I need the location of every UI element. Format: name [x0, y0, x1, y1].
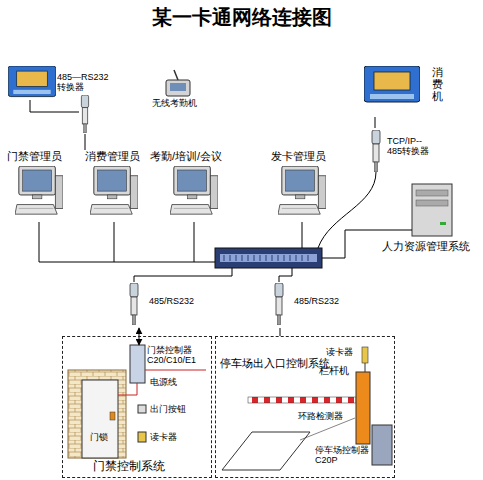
- device-node: 门禁管理员: [5, 150, 73, 225]
- node-label: 门禁控制系统: [93, 460, 193, 474]
- device-node: 485/RS232: [270, 280, 348, 328]
- node-label: 门禁控制器 C20/C10/E1: [147, 345, 209, 366]
- part-label: 出门按钮: [150, 404, 186, 414]
- connector: [280, 328, 281, 336]
- device-node: 考勤/培训/会议: [148, 150, 244, 225]
- connector: [85, 134, 86, 150]
- device-node: 无线考勤机: [150, 70, 212, 111]
- part-label: 环路检测器: [298, 411, 343, 421]
- node-label: 485—RS232 转换器: [57, 72, 109, 93]
- part-label: 门锁: [90, 432, 108, 442]
- node-label: 停车场控制器 C20P: [315, 445, 371, 466]
- part-label: 读卡器: [150, 432, 177, 442]
- node-label: 消费管理员: [85, 150, 143, 163]
- device-node: 485—RS232 转换器: [55, 72, 119, 134]
- node-label: 发卡管理员: [271, 150, 333, 163]
- node-label: 消费机: [432, 66, 443, 102]
- device-node: 栏杆机: [319, 363, 355, 447]
- node-label: 考勤/培训/会议: [150, 150, 242, 163]
- device-node: 人力资源管理系统: [378, 180, 480, 255]
- node-label: 485/RS232: [149, 296, 201, 306]
- system-region: 停车场出入口控制系统栏杆机停车场控制器 C20P: [215, 336, 395, 478]
- connector: [375, 117, 376, 128]
- node-label: 门禁管理员: [7, 150, 71, 163]
- node-label: 485/RS232: [294, 296, 346, 306]
- part-label: 读卡器: [326, 347, 353, 357]
- node-label: 人力资源管理系统: [382, 240, 478, 253]
- diagram-title: 某一卡通网络连接图: [0, 4, 483, 31]
- device-node: 停车场控制器 C20P: [315, 441, 373, 471]
- node-label: 无线考勤机: [152, 98, 210, 108]
- device-node: 消费管理员: [75, 150, 145, 225]
- node-label: 栏杆机: [319, 365, 353, 377]
- device-node: 485/RS232: [125, 280, 203, 328]
- device-node: TCP/IP-- 485转换器: [365, 128, 450, 178]
- part-label: 电源线: [150, 377, 177, 387]
- node-label: TCP/IP-- 485转换器: [387, 136, 433, 157]
- system-region: 门禁控制系统 门禁控制器 C20/C10/E1: [62, 336, 212, 478]
- device-node: 发卡管理员: [265, 150, 335, 225]
- device-node: 消费机: [360, 62, 445, 117]
